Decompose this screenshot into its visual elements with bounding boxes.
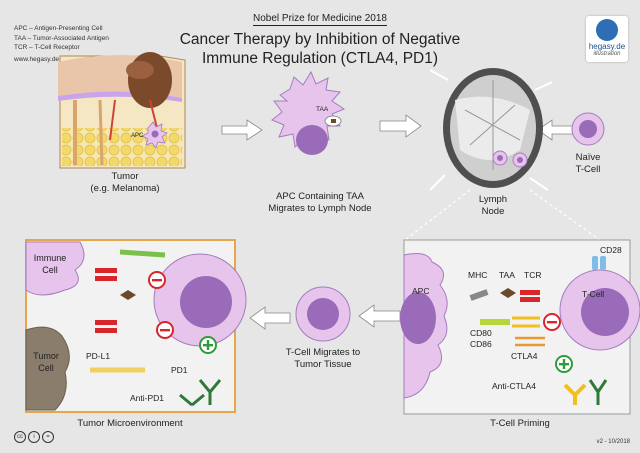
brand-icon [596,19,618,41]
naive-t-cell [571,112,605,146]
title-line-2: Immune Regulation (CTLA4, PD1) [201,50,439,67]
immune-line1: Immune [33,253,67,263]
naive-line2: T-Cell [575,164,601,175]
immune-cell-label: Immune Cell [30,252,70,276]
apc-migrates-label: APC Containing TAA Migrates to Lymph Nod… [250,191,390,215]
pd1-label: PD1 [171,365,188,375]
diagram-subtitle: Nobel Prize for Medicine 2018 [253,13,387,26]
cd28-label: CD28 [600,245,622,255]
lymph-node-label: Lymph Node [463,194,523,218]
abbreviation-legend: APC – Antigen-Presenting Cell TAA – Tumo… [14,24,109,53]
website-link[interactable]: www.hegasy.de [14,56,60,63]
tumor-label: Tumor (e.g. Melanoma) [70,171,180,195]
arrow-1 [221,119,263,141]
arrow-5 [249,306,291,330]
mhc-label: MHC [468,270,488,280]
apc-migrates-line1: APC Containing TAA [276,191,364,202]
priming-tcell-label: T-Cell [582,289,605,299]
brand-sub: illustration [593,51,621,57]
brand-name: hegasy.de [588,42,626,51]
brand-logo: hegasy.de illustration [586,16,628,62]
apc-dendritic-cell [271,70,346,155]
priming-panel [400,239,640,415]
legend-tcr: TCR – T-Cell Receptor [14,44,80,51]
anti-pd1-label: Anti-PD1 [130,393,165,403]
arrow-3 [537,119,574,141]
cd86-label: CD86 [470,339,492,349]
taa-label: TAA [316,106,329,113]
diagram-title: Cancer Therapy by Inhibition of Negative… [0,30,640,68]
tumor-cell-label: Tumor Cell [30,350,62,374]
immune-line2: Cell [42,265,58,275]
title-line-1: Cancer Therapy by Inhibition of Negative [179,31,461,48]
legend-taa: TAA – Tumor-Associated Antigen [14,34,109,42]
tumor-label-line2: (e.g. Melanoma) [90,183,160,194]
lymph-node [429,68,553,191]
ctla4-label: CTLA4 [511,351,538,361]
tumor-cell-line2: Cell [38,363,54,373]
tumor-apc-cell [141,121,168,149]
anti-ctla4-label: Anti-CTLA4 [492,381,536,391]
tcell-migrates-label: T-Cell Migrates to Tumor Tissue [270,347,376,371]
micro-panel [25,239,247,413]
priming-taa-label: TAA [499,270,515,280]
tumor-cell-line1: Tumor [33,351,59,361]
naive-line1: Naïve [575,152,601,163]
micro-caption: Tumor Microenvironment [77,418,183,429]
arrow-4 [358,304,401,328]
arrow-2 [379,114,422,138]
lymph-node-line2: Node [481,206,505,217]
naive-t-cell-label: Naïve T-Cell [560,152,616,176]
tcr-label: TCR [524,270,542,280]
version-label: v2 - 10/2018 [596,439,630,445]
migrating-t-cell [295,286,351,342]
legend-apc: APC – Antigen-Presenting Cell [14,25,103,32]
tumor-tissue [58,52,186,169]
priming-apc-label: APC [412,286,430,296]
apc-migrates-line2: Migrates to Lymph Node [268,203,372,214]
priming-caption: T-Cell Priming [490,418,550,429]
tumor-label-line1: Tumor [111,171,139,182]
lymph-node-line1: Lymph [478,194,508,205]
tcell-migrates-line2: Tumor Tissue [294,359,352,370]
tcell-migrates-line1: T-Cell Migrates to [285,347,361,358]
pdl1-label: PD-L1 [86,351,111,361]
cd80-label: CD80 [470,328,492,338]
tumor-apc-label: APC [131,133,144,139]
